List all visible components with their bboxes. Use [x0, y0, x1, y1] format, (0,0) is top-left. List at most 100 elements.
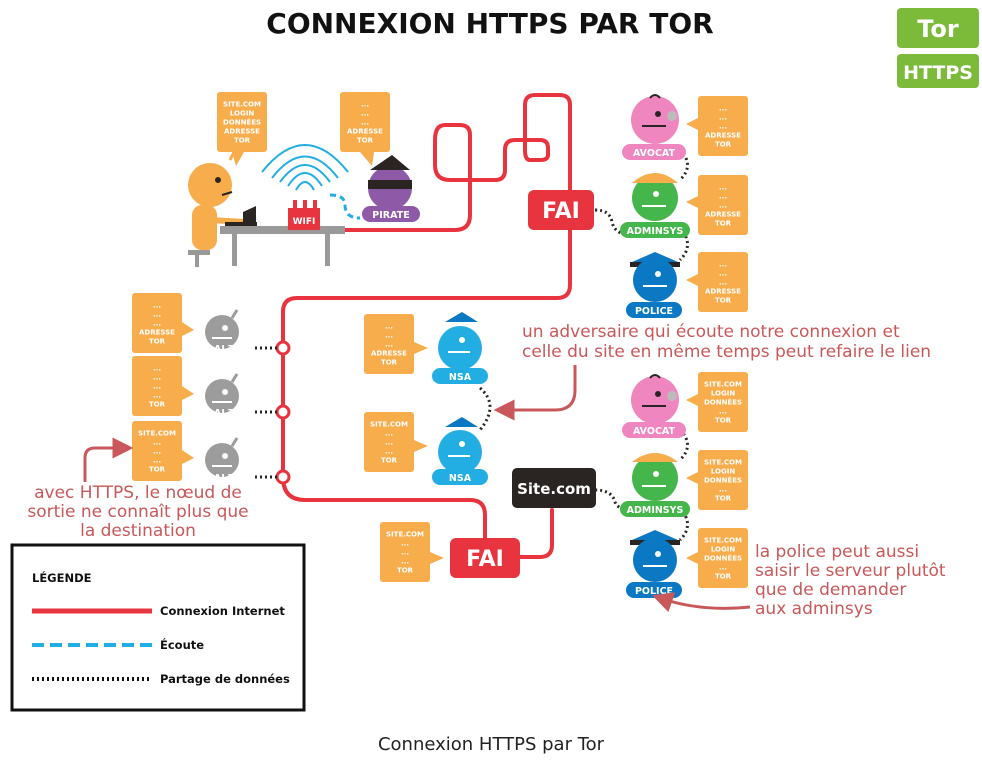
bubble-line: ...	[401, 549, 409, 557]
bubble-line: ...	[153, 302, 161, 310]
bubble-line: ...	[385, 332, 393, 340]
bubble-line: ...	[153, 320, 161, 328]
bubble-line: TOR	[715, 573, 732, 581]
bubble-line: TOR	[715, 495, 732, 503]
bubble-line: ...	[719, 184, 727, 192]
bubble-line: LOGIN	[711, 468, 736, 476]
bubble-line: ...	[153, 439, 161, 447]
nsa-2-label: NSA	[449, 473, 472, 484]
avocat-1: AVOCAT	[622, 94, 686, 160]
bubble-line: SITE.COM	[138, 430, 176, 438]
note-adversary-line-2: celle du site en même temps peut refaire…	[522, 342, 931, 362]
note-https-line-3: la destination	[80, 521, 196, 541]
nsa-1-label: NSA	[449, 372, 472, 383]
speech-bubbles: SITE.COMLOGINDONNÉESADRESSETOR.........A…	[132, 92, 748, 588]
note-adversary-arrow	[493, 365, 577, 421]
note-adversary: un adversaire qui écoute notre connexion…	[493, 322, 931, 421]
note-police-line-1: la police peut aussi	[755, 542, 919, 562]
bubble-line: ...	[153, 457, 161, 465]
site-label: Site.com	[517, 480, 591, 498]
relai-3-label: RELAI TOR	[194, 473, 251, 484]
legend: LÉGENDE Connexion Internet Écoute Partag…	[10, 543, 306, 712]
bubble-line: DONNÉES	[704, 398, 742, 407]
bubble-line: ...	[361, 101, 369, 109]
note-police-line-3: que de demander	[755, 580, 906, 600]
bubble-line: LOGIN	[711, 546, 736, 554]
bubble-line: TOR	[381, 457, 398, 465]
nsa-agent-1: NSA	[432, 312, 488, 384]
bubble-line: ADRESSE	[705, 132, 741, 140]
wifi-router: WIFI	[288, 200, 320, 230]
bubble-line: TOR	[149, 401, 166, 409]
bubble-line: ADRESSE	[705, 211, 741, 219]
bubble-line: ADRESSE	[371, 350, 407, 358]
note-https-line-2: sortie ne connaît plus que	[27, 502, 248, 522]
legend-title: LÉGENDE	[32, 570, 92, 585]
page-title: CONNEXION HTTPS PAR TOR	[266, 7, 713, 40]
bubble-line: TOR	[149, 338, 166, 346]
note-police-arrow	[652, 592, 751, 613]
https-badge-label: HTTPS	[903, 62, 973, 84]
nsa-agent-2: NSA	[432, 417, 488, 485]
diagram-canvas: CONNEXION HTTPS PAR TOR Tor HTTPS	[10, 7, 979, 712]
bubble-line: ...	[401, 540, 409, 548]
bubble-line: ...	[719, 261, 727, 269]
fai-bottom-node: FAI	[450, 538, 520, 578]
avocat-2: AVOCAT	[622, 374, 686, 438]
bubble-line: ...	[153, 374, 161, 382]
bubble-line: ...	[719, 105, 727, 113]
adminsys-1: ADMINSYS	[620, 173, 690, 238]
bubble-line: ...	[153, 448, 161, 456]
bubble-line: ...	[719, 193, 727, 201]
avocat-2-label: AVOCAT	[633, 426, 676, 437]
internet-connection-lines	[281, 93, 572, 559]
police-1: POLICE	[626, 252, 682, 318]
bubble-line: TOR	[397, 567, 414, 575]
bubble-line: ...	[719, 279, 727, 287]
bubble-line: SITE.COM	[223, 101, 261, 109]
figure-caption: Connexion HTTPS par Tor	[377, 734, 605, 755]
legend-ecoute-label: Écoute	[160, 637, 204, 652]
bubble-line: ...	[385, 439, 393, 447]
fai-bottom-label: FAI	[466, 547, 504, 572]
bubble-line: ...	[401, 558, 409, 566]
user-at-desk	[188, 149, 345, 267]
site-node: Site.com	[512, 468, 596, 508]
bubble-line: LOGIN	[230, 110, 255, 118]
note-https-exit: avec HTTPS, le nœud de sortie ne connaît…	[27, 437, 249, 541]
tor-badge-label: Tor	[917, 15, 959, 43]
bubble-line: ...	[385, 448, 393, 456]
bubble-line: ...	[719, 486, 727, 494]
bubble-line: SITE.COM	[386, 531, 424, 539]
note-police-line-2: saisir le serveur plutôt	[755, 561, 946, 581]
bubble-line: TOR	[715, 220, 732, 228]
bubble-line: DONNÉES	[704, 476, 742, 485]
bubble-line: ...	[385, 341, 393, 349]
bubble-line: TOR	[381, 359, 398, 367]
bubble-line: SITE.COM	[370, 421, 408, 429]
bubble-line: ADRESSE	[347, 128, 383, 136]
relai-1-label: RELAI TOR	[194, 344, 251, 355]
bubble-line: ...	[385, 323, 393, 331]
wifi-label: WIFI	[293, 217, 316, 227]
https-badge: HTTPS	[897, 54, 979, 88]
speech-bubble-fai-bottom: SITE.COM.........TOR	[380, 522, 444, 582]
bubble-line: SITE.COM	[704, 459, 742, 467]
bubble-line: ...	[153, 365, 161, 373]
fai-top-label: FAI	[542, 199, 580, 224]
bubble-line: ...	[719, 123, 727, 131]
adminsys-2: ADMINSYS	[620, 453, 690, 517]
relai-tor-3: RELAI TOR	[194, 437, 251, 484]
pirate-character: PIRATE	[362, 155, 420, 222]
bubble-line: TOR	[715, 141, 732, 149]
bubble-line: SITE.COM	[704, 381, 742, 389]
